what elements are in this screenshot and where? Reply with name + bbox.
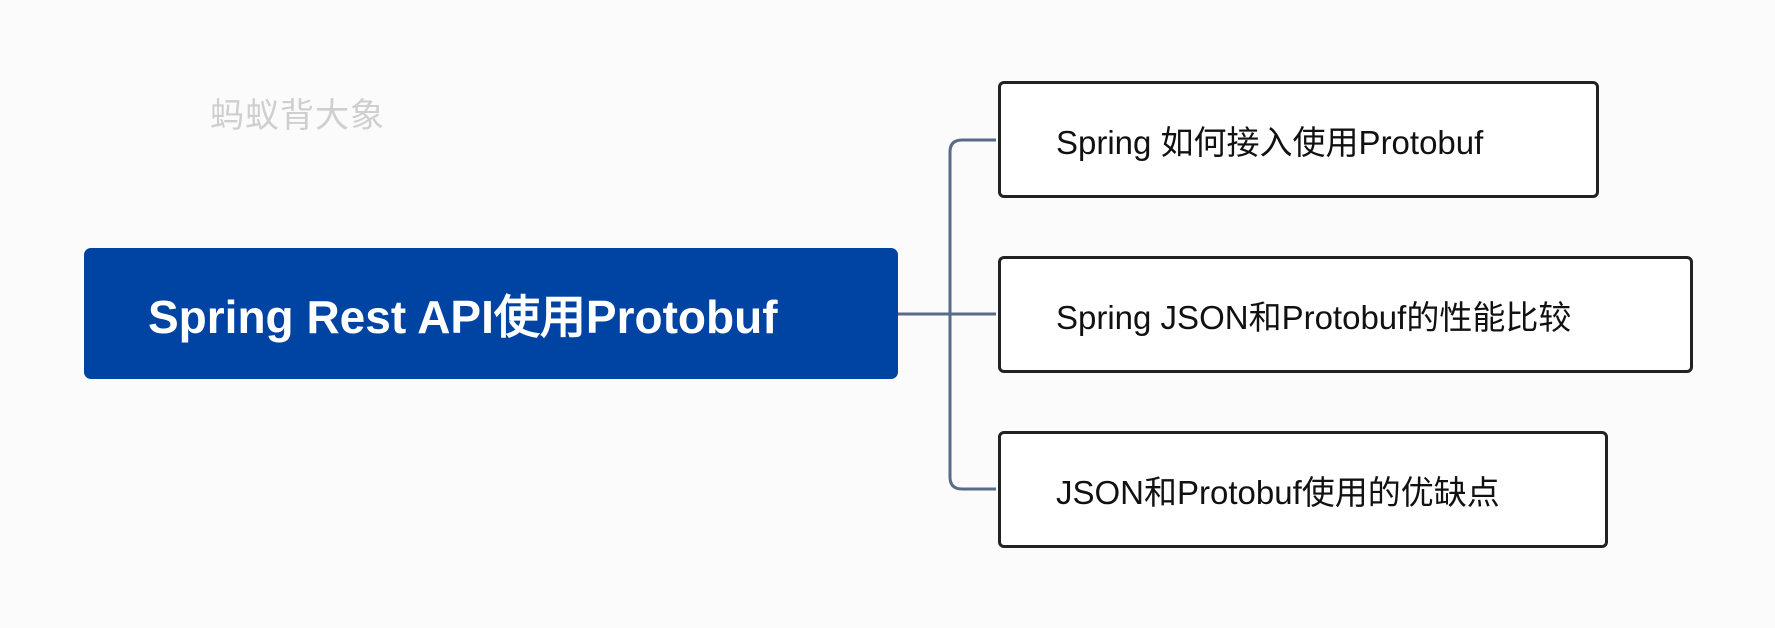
root-topic-label: Spring Rest API使用Protobuf [148,290,778,343]
subtopic-label-1: Spring 如何接入使用Protobuf [1056,123,1484,161]
subtopic-node-1[interactable]: Spring 如何接入使用Protobuf [998,81,1599,198]
subtopic-label-3: JSON和Protobuf使用的优缺点 [1056,473,1500,511]
subtopic-node-3[interactable]: JSON和Protobuf使用的优缺点 [998,431,1608,548]
subtopic-node-2[interactable]: Spring JSON和Protobuf的性能比较 [998,256,1693,373]
watermark-text: 蚂蚁背大象 [210,96,385,136]
connector-branch-1 [948,138,996,314]
root-topic-node[interactable]: Spring Rest API使用Protobuf [84,248,898,379]
subtopic-label-2: Spring JSON和Protobuf的性能比较 [1056,298,1572,336]
connector-branch-3 [948,314,996,491]
